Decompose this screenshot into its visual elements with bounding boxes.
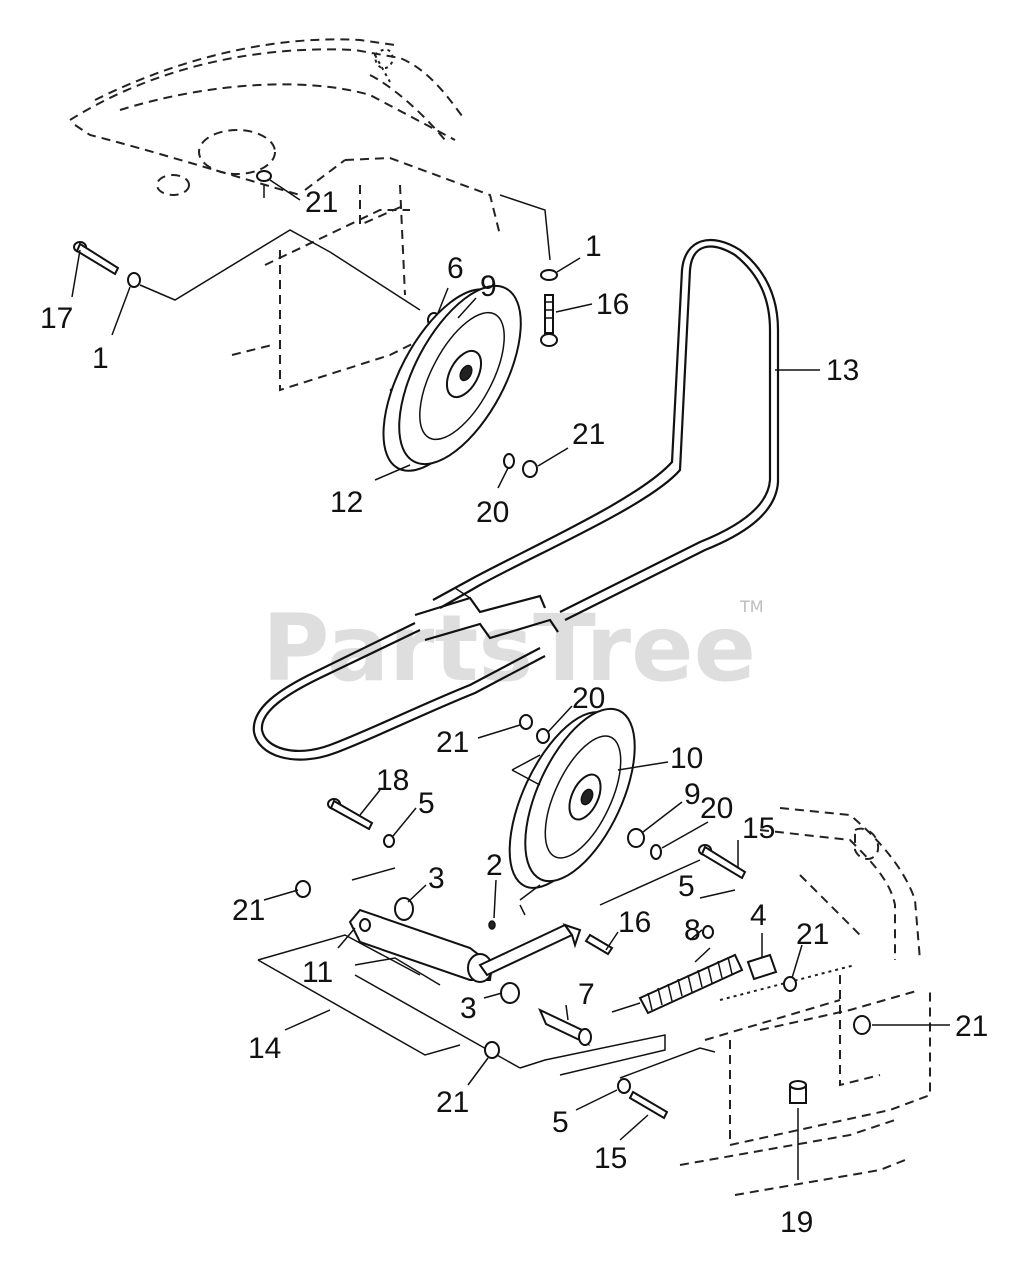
- pulley-12: [382, 284, 522, 472]
- callout-2: 2: [486, 849, 503, 882]
- washer-5-left: [383, 834, 395, 848]
- belt-13: [252, 238, 780, 761]
- callout-8: 8: [684, 914, 701, 947]
- callout-16-top: 16: [596, 288, 629, 321]
- bolt-16-top: [540, 294, 558, 347]
- callout-21-mid: 21: [436, 726, 469, 759]
- callout-numbers: 21 17 1 6 9 1 16 13 12 20 21 20 21 10 18…: [40, 186, 988, 1239]
- bolt-18: [327, 798, 374, 831]
- nut-21-left: [295, 880, 311, 898]
- nut-21-top: [256, 170, 272, 198]
- callout-12: 12: [330, 486, 363, 519]
- callout-5-left: 5: [418, 787, 435, 820]
- bushing-19: [789, 1080, 807, 1104]
- nut-21-bottom: [484, 1041, 500, 1059]
- callout-21-top: 21: [305, 186, 338, 219]
- callout-14: 14: [248, 1032, 281, 1065]
- callout-4: 4: [750, 899, 767, 932]
- callout-19: 19: [780, 1206, 813, 1239]
- callout-10: 10: [670, 742, 703, 775]
- bushing-3-low: [500, 982, 520, 1004]
- washer-5-bottom: [617, 1078, 631, 1094]
- watermark-trademark: TM: [739, 597, 764, 616]
- nut-21-right: [853, 1015, 871, 1035]
- callout-21-pulley-top: 21: [572, 418, 605, 451]
- callout-leaders: [71, 179, 950, 1180]
- shaft-16-low: [478, 923, 614, 977]
- upper-frame-outline: [69, 38, 501, 392]
- spacer-7: [538, 1007, 592, 1047]
- pulley-10: [508, 707, 636, 889]
- callout-20-mid: 20: [572, 682, 605, 715]
- nut-21-pulley-top: [522, 460, 538, 478]
- callout-20-top: 20: [476, 496, 509, 529]
- callout-21-left: 21: [232, 894, 265, 927]
- callout-21-bottom: 21: [436, 1086, 469, 1119]
- callout-9-low: 9: [684, 778, 701, 811]
- nut-21-spring: [783, 976, 797, 992]
- callout-3-low: 3: [460, 992, 477, 1025]
- spring-8: [611, 953, 744, 1015]
- bolt-17: [73, 241, 120, 276]
- washer-20-low: [650, 844, 662, 860]
- callout-15-top: 15: [742, 812, 775, 845]
- callout-17: 17: [40, 302, 73, 335]
- callout-21-spring: 21: [796, 918, 829, 951]
- callout-1-right: 1: [585, 230, 602, 263]
- callout-5-right: 5: [678, 870, 695, 903]
- lower-frame-outline: [679, 807, 931, 1196]
- callout-3-top: 3: [428, 862, 445, 895]
- callout-16-low: 16: [618, 906, 651, 939]
- nut-21-mid: [519, 714, 533, 730]
- bolt-15-bottom: [628, 1090, 669, 1120]
- callout-21-right: 21: [955, 1010, 988, 1043]
- washer-20-mid: [536, 728, 550, 744]
- callout-9-top: 9: [480, 270, 497, 303]
- callout-7: 7: [578, 978, 595, 1011]
- callout-15-bottom: 15: [594, 1142, 627, 1175]
- callout-13: 13: [826, 354, 859, 387]
- bushing-9-low: [627, 828, 645, 848]
- watermark-text: PartsTree: [262, 595, 756, 702]
- washer-20-top: [503, 453, 515, 469]
- sleeve-4: [746, 953, 778, 981]
- callout-11: 11: [302, 956, 333, 989]
- washer-1-right: [540, 269, 558, 281]
- washer-1-left: [127, 272, 141, 288]
- idler-arm-11: [348, 908, 494, 983]
- washer-5-right: [702, 925, 714, 939]
- callout-5-bottom: 5: [552, 1106, 569, 1139]
- bushing-3-top: [394, 897, 414, 921]
- bolt-15-top: [698, 844, 747, 880]
- callout-6: 6: [447, 252, 464, 285]
- callout-20-low: 20: [700, 792, 733, 825]
- callout-18: 18: [376, 764, 409, 797]
- fitting-2: [488, 920, 496, 930]
- callout-1-left: 1: [92, 342, 109, 375]
